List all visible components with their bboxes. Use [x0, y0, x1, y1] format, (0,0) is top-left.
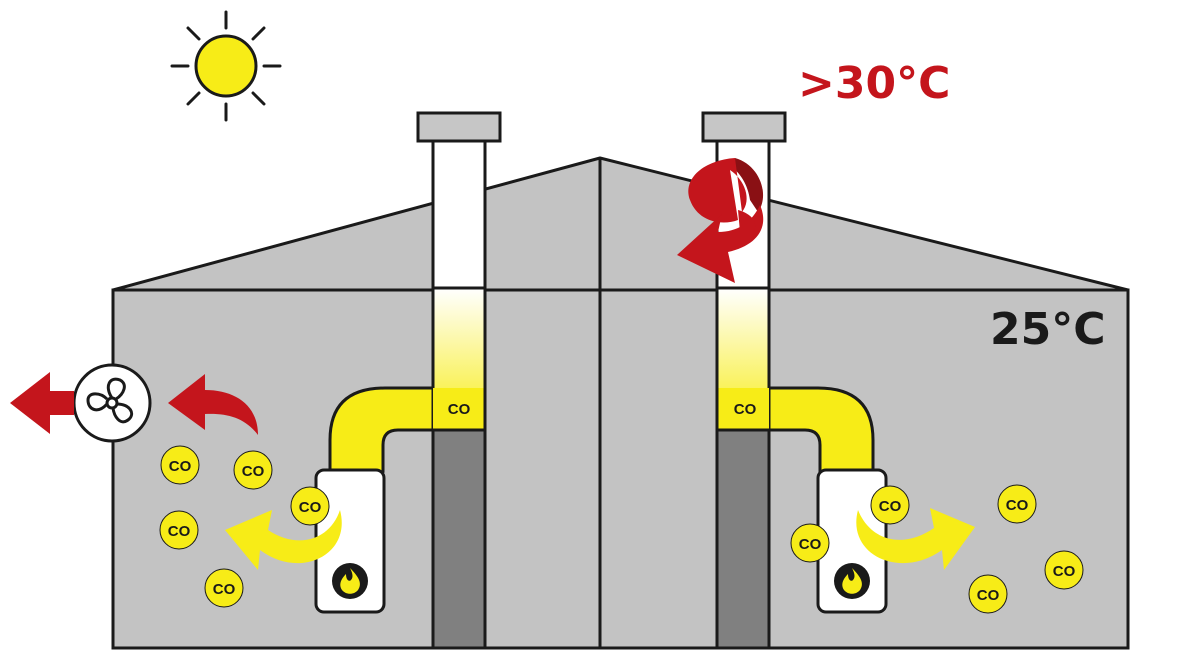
co-bubble: CO: [1044, 550, 1084, 590]
boiler-left: [314, 468, 386, 614]
co-label: CO: [448, 401, 471, 418]
exhaust-fan-icon: [72, 363, 152, 443]
svg-text:CO: CO: [879, 498, 902, 515]
svg-text:CO: CO: [977, 587, 1000, 604]
svg-text:CO: CO: [1053, 563, 1076, 580]
co-bubble: CO: [968, 574, 1008, 614]
co-spill-arrow-right: [856, 508, 975, 570]
curved-arrow-down-icon: [677, 158, 764, 283]
outside-temperature: >30°C: [798, 58, 950, 109]
boiler-right: [816, 468, 888, 614]
inside-temperature: 25°C: [990, 304, 1106, 355]
co-bubble: CO: [997, 484, 1037, 524]
co-bubbles: CO CO CO CO CO CO CO CO: [159, 445, 1084, 614]
svg-text:CO: CO: [242, 463, 265, 480]
co-bubble: CO: [870, 485, 910, 525]
co-bubble: CO: [290, 486, 330, 526]
co-bubble: CO: [233, 450, 273, 490]
svg-text:CO: CO: [1006, 497, 1029, 514]
svg-text:CO: CO: [168, 523, 191, 540]
svg-text:CO: CO: [299, 499, 322, 516]
svg-text:CO: CO: [169, 458, 192, 475]
building: [111, 156, 1130, 650]
co-bubble: CO: [790, 523, 830, 563]
flue-cap-right: [701, 111, 787, 143]
building-roof: [111, 156, 1130, 292]
arrow-left-icon: [10, 372, 74, 434]
svg-text:CO: CO: [213, 581, 236, 598]
co-bubble: CO: [204, 568, 244, 608]
co-spill-arrow-left: [225, 510, 342, 570]
co-label: CO: [734, 401, 757, 418]
building-wall: [111, 288, 1130, 650]
svg-text:CO: CO: [799, 536, 822, 553]
flue-cap-left: [416, 111, 502, 143]
co-bubble: CO: [159, 510, 199, 550]
co-bubble: CO: [160, 445, 200, 485]
air-flow-arrow: [168, 374, 258, 435]
sun-icon: [170, 10, 282, 122]
